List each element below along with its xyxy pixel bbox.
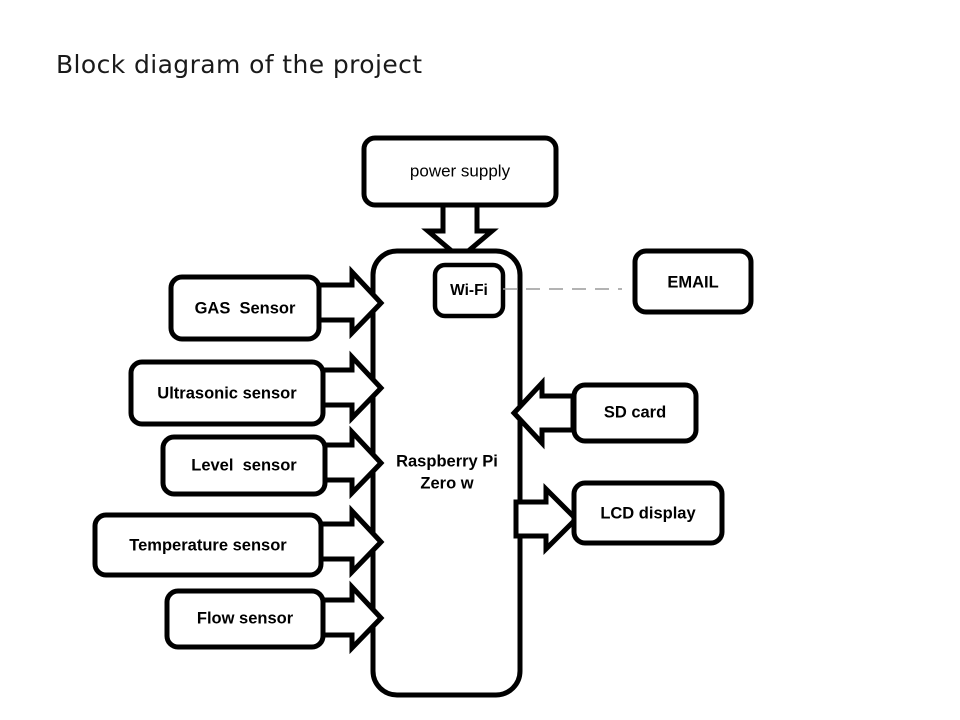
arrow-flow-sensor-to-pi [320,580,385,655]
lcd-display-label: LCD display [600,504,696,522]
temperature-sensor-label: Temperature sensor [129,536,287,554]
arrow-gas-sensor-to-pi [316,265,385,340]
node-ultrasonic-sensor[interactable]: Ultrasonic sensor [128,359,326,427]
node-email[interactable]: EMAIL [632,248,754,315]
temperature-sensor-box[interactable] [92,512,324,578]
raspberry-pi-label-line2: Zero w [420,474,473,492]
ultrasonic-sensor-box[interactable] [128,359,326,427]
node-raspberry-pi[interactable]: Raspberry Pi Zero w [370,248,523,698]
sd-card-label: SD card [604,403,666,421]
email-box[interactable] [632,248,754,315]
arrow-temperature-sensor-to-pi [318,504,385,579]
level-sensor-box[interactable] [160,434,328,497]
wifi-box[interactable] [432,262,506,319]
node-power-supply[interactable]: power supply [361,135,559,208]
arrow-sd-card-to-pi [510,376,576,450]
ultrasonic-sensor-label: Ultrasonic sensor [157,384,297,402]
arrow-pi-to-lcd-display [513,482,580,556]
gas-sensor-label: GAS Sensor [195,299,296,317]
wifi-label: Wi-Fi [450,282,488,299]
node-lcd-display[interactable]: LCD display [571,480,725,546]
node-gas-sensor[interactable]: GAS Sensor [168,274,322,342]
node-flow-sensor[interactable]: Flow sensor [164,588,326,650]
arrow-level-sensor-to-pi [322,425,385,500]
arrow-power-supply-to-pi [421,202,499,262]
arrow-ultrasonic-sensor-to-pi [320,350,385,425]
node-sd-card[interactable]: SD card [571,382,699,444]
node-level-sensor[interactable]: Level sensor [160,434,328,497]
gas-sensor-box[interactable] [168,274,322,342]
level-sensor-label: Level sensor [191,456,297,474]
flow-sensor-box[interactable] [164,588,326,650]
flow-sensor-label: Flow sensor [197,609,294,627]
sd-card-box[interactable] [571,382,699,444]
power-supply-label: power supply [410,161,511,180]
email-label: EMAIL [667,273,718,291]
node-wifi[interactable]: Wi-Fi [432,262,506,319]
page-title: Block diagram of the project [56,50,423,79]
lcd-display-box[interactable] [571,480,725,546]
raspberry-pi-label-line1: Raspberry Pi [396,452,498,470]
node-temperature-sensor[interactable]: Temperature sensor [92,512,324,578]
